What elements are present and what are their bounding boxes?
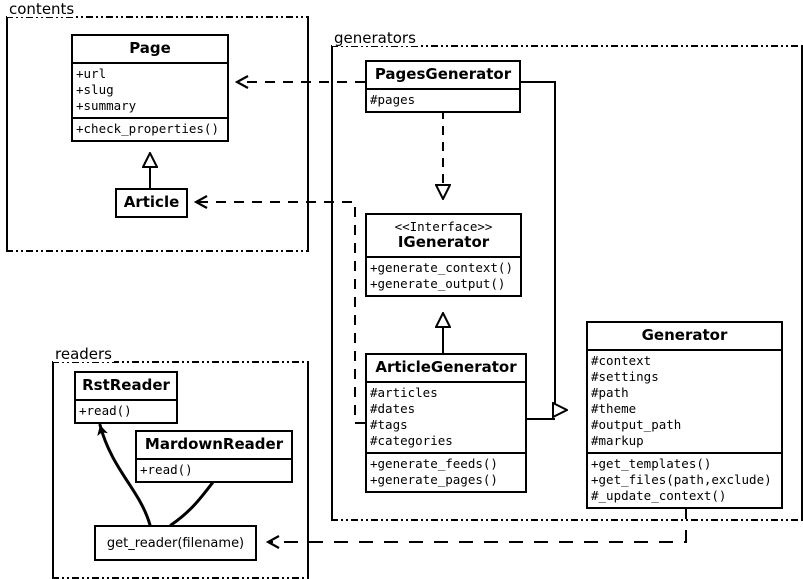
attribute-row: #markup bbox=[591, 433, 644, 448]
class-attributes-generator: #context #settings #path #theme #output_… bbox=[588, 351, 781, 452]
operation-row: #_update_context() bbox=[591, 488, 727, 503]
package-label-contents: contents bbox=[7, 0, 77, 18]
package-label-generators: generators bbox=[332, 29, 418, 47]
attribute-row: #categories bbox=[370, 433, 453, 448]
class-operations-page: +check_properties() bbox=[73, 117, 227, 140]
operation-row: +generate_output() bbox=[370, 276, 506, 291]
operation-row: +get_files(path,exclude) bbox=[591, 472, 772, 487]
class-operations-rst-reader: +read() bbox=[76, 401, 176, 422]
class-name-page: Page bbox=[73, 36, 227, 64]
class-name-text-igenerator: IGenerator bbox=[397, 233, 490, 251]
attribute-row: +summary bbox=[76, 98, 137, 113]
class-attributes-article-generator: #articles #dates #tags #categories bbox=[367, 383, 525, 452]
class-name-igenerator: <<Interface>> IGenerator bbox=[367, 215, 520, 258]
class-name-generator: Generator bbox=[588, 323, 781, 351]
class-operations-article-generator: +generate_feeds() +generate_pages() bbox=[367, 452, 525, 491]
class-name-article-generator: ArticleGenerator bbox=[367, 355, 525, 383]
class-attributes-page: +url +slug +summary bbox=[73, 64, 227, 117]
attribute-row: #tags bbox=[370, 417, 408, 432]
class-name-pages-generator: PagesGenerator bbox=[367, 62, 519, 90]
operation-row: +generate_context() bbox=[370, 260, 513, 275]
function-box-get-reader[interactable]: get_reader(filename) bbox=[94, 525, 257, 561]
class-box-article-generator[interactable]: ArticleGenerator #articles #dates #tags … bbox=[365, 353, 527, 493]
class-box-article[interactable]: Article bbox=[115, 188, 188, 218]
class-box-page[interactable]: Page +url +slug +summary +check_properti… bbox=[71, 34, 229, 142]
class-name-mardown-reader: MardownReader bbox=[137, 432, 291, 460]
class-name-article: Article bbox=[123, 193, 180, 211]
class-box-igenerator[interactable]: <<Interface>> IGenerator +generate_conte… bbox=[365, 213, 522, 297]
class-name-rst-reader: RstReader bbox=[76, 373, 176, 401]
class-box-rst-reader[interactable]: RstReader +read() bbox=[74, 371, 178, 424]
class-stereotype-igenerator: <<Interface>> bbox=[394, 219, 493, 234]
operation-row: +generate_pages() bbox=[370, 472, 498, 487]
attribute-row: #dates bbox=[370, 401, 416, 416]
attribute-row: #pages bbox=[370, 92, 416, 107]
class-box-pages-generator[interactable]: PagesGenerator #pages bbox=[365, 60, 521, 113]
class-box-mardown-reader[interactable]: MardownReader +read() bbox=[135, 430, 293, 483]
package-label-readers: readers bbox=[53, 345, 114, 363]
operation-row: +get_templates() bbox=[591, 456, 712, 471]
class-operations-mardown-reader: +read() bbox=[137, 460, 291, 481]
class-box-generator[interactable]: Generator #context #settings #path #them… bbox=[586, 321, 783, 509]
attribute-row: #output_path bbox=[591, 417, 682, 432]
class-attributes-pages-generator: #pages bbox=[367, 90, 519, 111]
function-label-get-reader: get_reader(filename) bbox=[106, 535, 245, 551]
operation-row: +generate_feeds() bbox=[370, 456, 498, 471]
operation-row: +read() bbox=[79, 403, 132, 418]
attribute-row: +url bbox=[76, 66, 107, 81]
operation-row: +read() bbox=[140, 462, 193, 477]
attribute-row: #theme bbox=[591, 401, 637, 416]
operation-row: +check_properties() bbox=[76, 121, 219, 136]
attribute-row: #path bbox=[591, 385, 629, 400]
class-operations-generator: +get_templates() +get_files(path,exclude… bbox=[588, 452, 781, 507]
attribute-row: #context bbox=[591, 353, 652, 368]
attribute-row: #settings bbox=[591, 369, 659, 384]
class-operations-igenerator: +generate_context() +generate_output() bbox=[367, 258, 520, 295]
attribute-row: #articles bbox=[370, 385, 438, 400]
attribute-row: +slug bbox=[76, 82, 114, 97]
